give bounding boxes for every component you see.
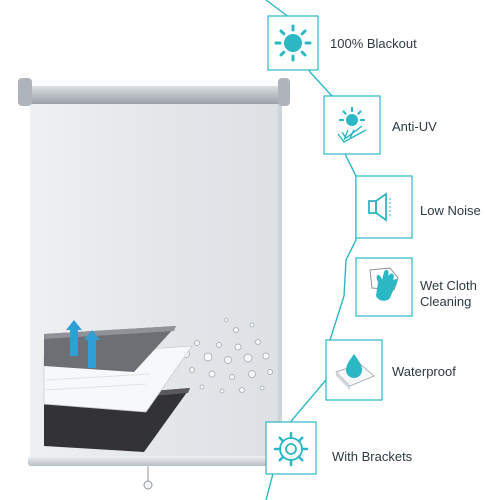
- bottom-bar: [28, 456, 284, 466]
- layer-arrows: [66, 320, 100, 368]
- end-cap-left: [18, 78, 32, 106]
- feature-label-anti-uv: Anti-UV: [392, 119, 437, 134]
- sun-icon: [274, 24, 312, 62]
- pull-bead: [143, 480, 153, 490]
- feature-label-blackout: 100% Blackout: [330, 36, 417, 51]
- gear-icon: [273, 431, 309, 467]
- end-cap-right: [278, 78, 290, 106]
- feature-card-low-noise: [355, 175, 413, 239]
- feature-label-brackets: With Brackets: [332, 449, 413, 464]
- connector-line: [265, 0, 357, 500]
- blind-shadow-edge: [278, 96, 282, 460]
- feature-label-wet-cloth-line1: Wet Cloth: [420, 278, 477, 293]
- feature-label-wet-cloth-line2: Cleaning: [420, 294, 472, 309]
- fabric-layers-illustration: [43, 320, 193, 452]
- uv-protection-icon: [337, 106, 367, 143]
- feature-label-low-noise: Low Noise: [420, 203, 481, 218]
- speaker-icon: [368, 192, 391, 222]
- hand-cloth-icon: [369, 267, 399, 301]
- feature-label-waterproof: Waterproof: [392, 364, 456, 379]
- feature-label-wet-cloth: Wet Cloth Cleaning: [420, 278, 477, 310]
- water-drop-icon: [335, 354, 375, 390]
